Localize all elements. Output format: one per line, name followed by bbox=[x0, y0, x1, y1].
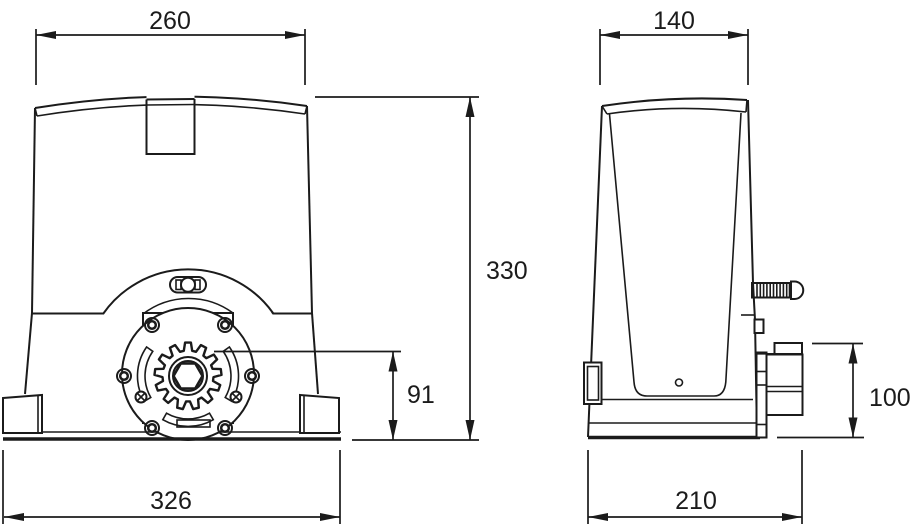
dimension-front-total-height: 330 bbox=[315, 96, 528, 441]
flange-screw bbox=[116, 368, 132, 384]
mounting-foot-right bbox=[299, 393, 340, 434]
pinion-block bbox=[765, 353, 804, 416]
dim-label-front-top-width: 260 bbox=[149, 7, 191, 35]
side-inner-panel bbox=[608, 112, 742, 397]
side-view bbox=[583, 97, 805, 440]
dimension-side-top-width: 140 bbox=[599, 7, 749, 85]
dim-label-front-pinion-height: 91 bbox=[407, 381, 435, 409]
mounting-foot-left bbox=[1, 393, 43, 434]
dimension-side-unit-height: 100 bbox=[777, 342, 911, 439]
dim-label-front-total-height: 330 bbox=[486, 257, 528, 285]
flange-screw bbox=[144, 420, 160, 436]
slot-bottom-tab bbox=[176, 419, 211, 428]
flange-screw bbox=[217, 420, 233, 436]
side-base bbox=[588, 398, 760, 440]
pinion-assembly-side bbox=[755, 342, 804, 439]
dim-label-side-unit-height: 100 bbox=[869, 384, 911, 412]
pinion-hex-socket bbox=[172, 362, 204, 390]
clutch-arc-slots bbox=[136, 345, 240, 428]
release-lock bbox=[169, 276, 207, 294]
limit-switch-bracket bbox=[583, 361, 603, 405]
dim-label-front-base-width: 326 bbox=[150, 487, 192, 515]
cover-screw-hole bbox=[674, 378, 684, 387]
dim-label-side-top-width: 140 bbox=[653, 7, 695, 35]
pinion-block-step bbox=[773, 342, 803, 356]
flange-screw bbox=[244, 368, 260, 384]
flange-screw bbox=[144, 317, 160, 333]
flange-screw bbox=[217, 317, 233, 333]
dimension-front-top-width: 260 bbox=[35, 7, 306, 85]
side-tab bbox=[753, 318, 765, 334]
housing-left-edge bbox=[24, 312, 33, 395]
clutch-screw bbox=[229, 390, 243, 404]
side-body bbox=[587, 97, 758, 438]
dimension-side-base-depth: 210 bbox=[587, 450, 803, 524]
clutch-screw bbox=[134, 390, 148, 404]
rod-end-cap bbox=[790, 280, 805, 300]
flange-screws bbox=[116, 317, 260, 436]
housing-right-edge bbox=[311, 312, 319, 395]
front-view bbox=[1, 94, 341, 441]
threaded-release-rod bbox=[751, 280, 805, 300]
dim-label-side-base-depth: 210 bbox=[675, 487, 717, 515]
drive-pinion-gear bbox=[153, 341, 223, 411]
dimension-front-base-width: 326 bbox=[2, 450, 341, 524]
dimension-front-pinion-height: 91 bbox=[214, 350, 435, 440]
roof-notch bbox=[145, 94, 196, 155]
